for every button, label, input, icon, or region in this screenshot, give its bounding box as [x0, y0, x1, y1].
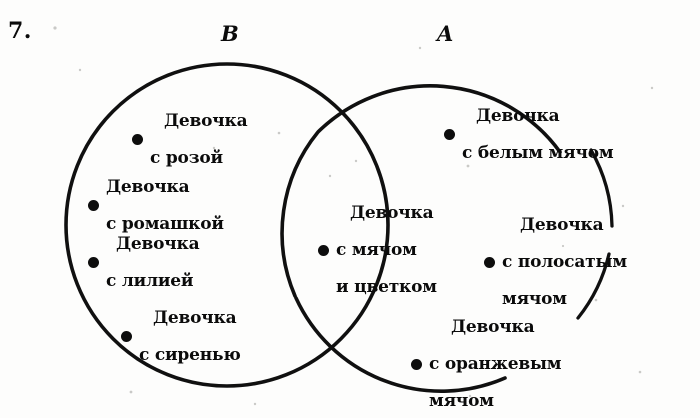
member-label: Девочка с лилией — [106, 217, 200, 309]
member-rose: Девочка с розой — [132, 94, 248, 186]
member-label-line1: Девочка — [106, 177, 190, 198]
member-label: Девочка с оранжевым мячом — [429, 300, 562, 418]
member-label-line1: Девочка — [520, 215, 604, 236]
member-label: Девочка с белым мячом — [462, 89, 614, 181]
member-label-line1: Девочка — [116, 234, 200, 255]
member-label-line1: Девочка — [451, 317, 535, 338]
member-label-line1: Девочка — [476, 106, 560, 127]
exercise-number: 7. — [8, 18, 32, 44]
member-label-line3: мячом — [429, 390, 494, 411]
scan-speckles — [53, 26, 654, 406]
member-label-line2: с полосатым — [502, 252, 627, 273]
member-orange-ball: Девочка с оранжевым мячом — [411, 300, 562, 418]
circle-set-a-arc-top — [280, 84, 562, 298]
member-ball-and-flower: Девочка с мячом и цветком — [318, 186, 437, 315]
member-label-line2: с сиренью — [139, 345, 241, 366]
circle-set-a-arc-right-lower — [576, 252, 611, 320]
member-label: Девочка с ромашкой — [106, 160, 224, 252]
member-lily: Девочка с лилией — [88, 217, 200, 309]
member-bullet — [132, 134, 143, 146]
circle-set-a-arc-bottom — [294, 296, 507, 393]
member-bullet — [88, 200, 99, 212]
member-bullet — [484, 256, 495, 268]
member-label-line2: с лилией — [106, 271, 194, 292]
member-label-line2: с розой — [150, 148, 223, 169]
member-label-line3: и цветком — [336, 276, 437, 297]
member-white-ball: Девочка с белым мячом — [444, 89, 614, 181]
member-bullet — [318, 244, 329, 256]
member-striped-ball: Девочка с полосатым мячом — [484, 198, 627, 327]
member-label-line1: Девочка — [350, 203, 434, 224]
circle-set-a-arc-right-upper — [589, 148, 614, 228]
member-label-line2: с белым мячом — [462, 143, 614, 164]
circle-set-b — [64, 62, 390, 388]
member-label-line1: Девочка — [164, 111, 248, 132]
member-label: Девочка с сиренью — [139, 291, 241, 383]
member-label-line2: с мячом — [336, 240, 417, 261]
member-label: Девочка с розой — [150, 94, 248, 186]
member-daisy: Девочка с ромашкой — [88, 160, 224, 252]
member-label-line2: с оранжевым — [429, 354, 562, 375]
member-label: Девочка с полосатым мячом — [502, 198, 627, 327]
set-label-a: A — [437, 21, 454, 46]
member-label-line3: мячом — [502, 288, 567, 309]
member-bullet — [88, 257, 99, 269]
set-label-b: B — [221, 21, 239, 46]
member-label-line1: Девочка — [153, 308, 237, 329]
member-bullet — [444, 129, 455, 141]
member-label-line2: с ромашкой — [106, 214, 224, 235]
member-label: Девочка с мячом и цветком — [336, 186, 437, 315]
member-bullet — [121, 331, 132, 343]
member-bullet — [411, 358, 422, 370]
member-lilac: Девочка с сиренью — [121, 291, 241, 383]
